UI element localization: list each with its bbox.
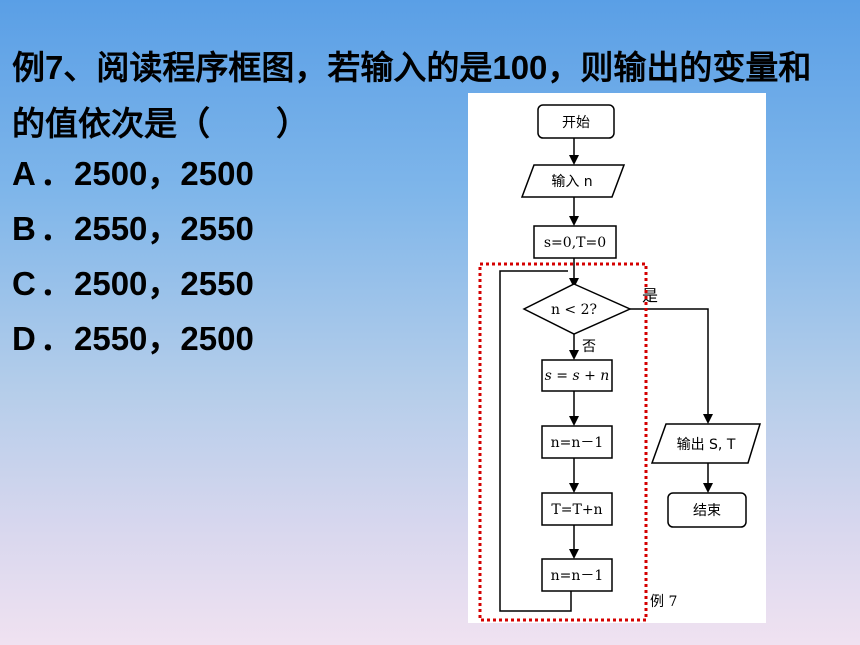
flowchart-panel: 开始 输入 n s=0,T=0 n < 2? 是 否 s = s + n n=n… [468, 93, 766, 623]
option-b[interactable]: B．2550，2550 [12, 201, 254, 256]
init-label: s=0,T=0 [544, 235, 606, 251]
option-a-separator: ． [40, 155, 73, 192]
option-b-separator: ． [40, 210, 73, 247]
start-label: 开始 [562, 115, 590, 131]
end-label: 结束 [693, 503, 721, 519]
end-box [667, 492, 747, 528]
option-c-text: 2500，2550 [74, 265, 254, 302]
step2-box [541, 425, 613, 459]
loop-highlight-box [478, 262, 648, 622]
option-c-letter: C [12, 265, 36, 302]
option-d-letter: D [12, 320, 36, 357]
option-a-text: 2500，2500 [74, 155, 254, 192]
step4-box [541, 558, 613, 592]
option-d-separator: ． [40, 320, 73, 357]
step1-box [541, 359, 613, 392]
init-box [533, 225, 617, 259]
option-b-letter: B [12, 210, 36, 247]
decision-label: n < 2? [551, 302, 597, 318]
option-c[interactable]: C．2500，2550 [12, 256, 254, 311]
input-box [520, 164, 626, 198]
output-box [650, 423, 762, 464]
step1-label: s = s + n [545, 368, 610, 384]
step3-label: T=T+n [551, 502, 602, 518]
step4-label: n=n－1 [551, 568, 604, 584]
flowchart-diagram: 开始 输入 n s=0,T=0 n < 2? 是 否 s = s + n n=n… [478, 104, 762, 622]
start-box [537, 104, 615, 139]
option-c-separator: ． [40, 265, 73, 302]
yes-branch-line [630, 308, 713, 424]
figure-caption: 例 7 [650, 594, 677, 610]
step3-box [541, 492, 613, 526]
option-b-text: 2550，2550 [74, 210, 254, 247]
option-a-letter: A [12, 155, 36, 192]
question-text: 例7、阅读程序框图，若输入的是100，则输出的变量和的值依次是（ ） [12, 49, 812, 142]
loop-back-line [499, 270, 572, 612]
answer-options: A．2500，2500 B．2550，2550 C．2500，2550 D．25… [12, 146, 254, 366]
output-label: 输出 S, T [677, 437, 736, 453]
option-a[interactable]: A．2500，2500 [12, 146, 254, 201]
input-label: 输入 n [551, 174, 592, 190]
yes-label: 是 [642, 286, 658, 305]
option-d[interactable]: D．2550，2500 [12, 311, 254, 366]
step2-label: n=n－1 [551, 435, 604, 451]
option-d-text: 2550，2500 [74, 320, 254, 357]
no-label: 否 [582, 339, 596, 355]
